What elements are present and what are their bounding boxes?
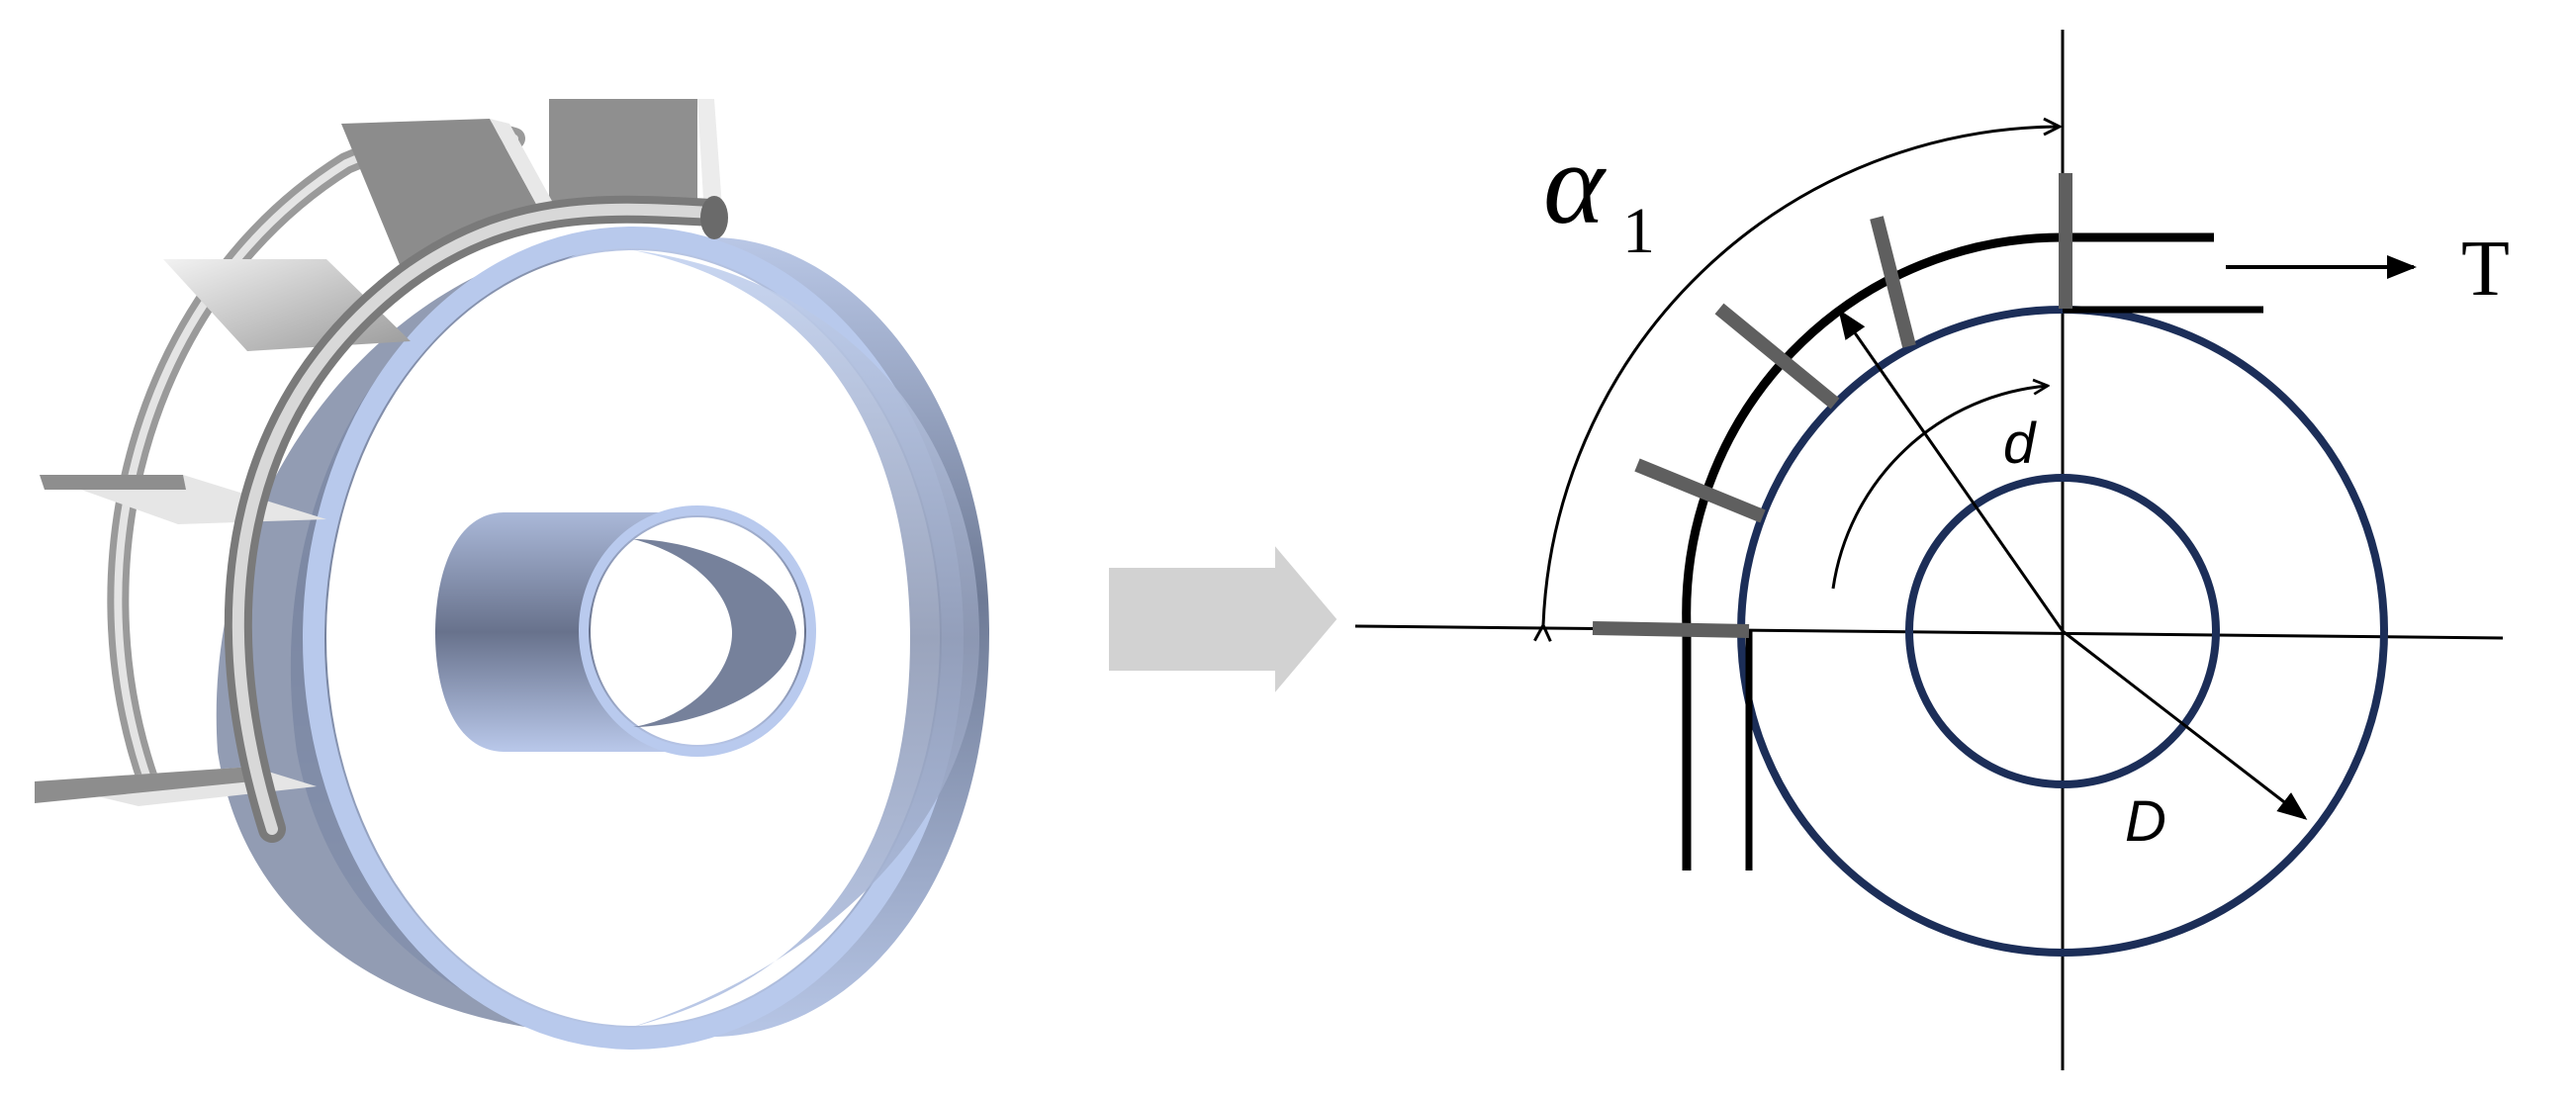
- label-inner-diameter: d: [2003, 412, 2037, 476]
- drum-inner-wall: [633, 250, 979, 1027]
- capstan-3d-illustration: [35, 99, 989, 1050]
- radius-line-d: [1838, 309, 2065, 632]
- drum-back-shade: [216, 237, 633, 1037]
- horizontal-axis: [1354, 624, 2504, 640]
- rail-end-cap: [700, 196, 728, 239]
- shield-plate-top: [549, 99, 697, 223]
- capstan-schematic: α 1 T d D: [1354, 30, 2510, 1070]
- alpha-subscript: 1: [1622, 195, 1655, 267]
- label-alpha1: α 1: [1543, 119, 1655, 267]
- alpha-symbol: α: [1543, 119, 1607, 248]
- radius-line-D: [2062, 629, 2308, 820]
- shaft-end-rim: [579, 505, 816, 757]
- label-outer-diameter: D: [2125, 789, 2166, 854]
- label-tension: T: [2461, 226, 2510, 313]
- wrap-angle-arc: [1543, 127, 2060, 625]
- rotation-arc: [1831, 386, 2048, 590]
- shield-segment-left: [1592, 621, 1750, 638]
- transition-arrow: [1109, 546, 1337, 692]
